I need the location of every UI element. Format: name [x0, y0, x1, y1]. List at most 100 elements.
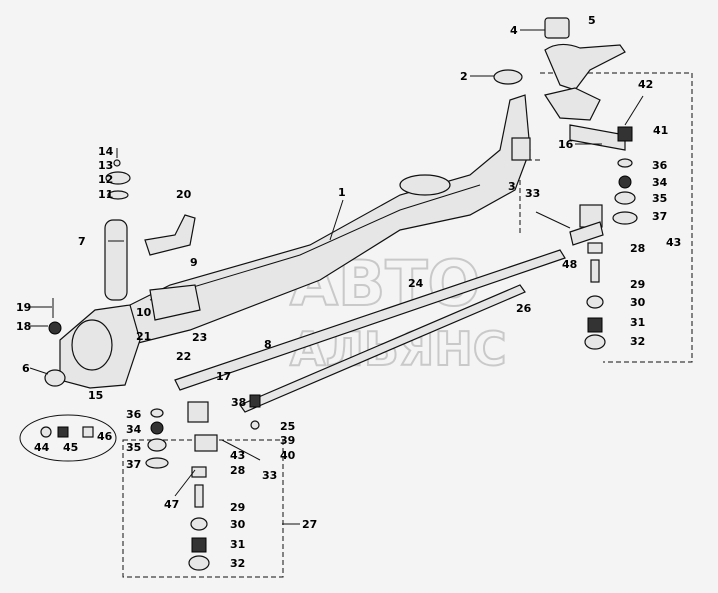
callout-42: 42 — [638, 78, 653, 91]
callout-34r: 34 — [652, 176, 668, 189]
tie-rod-end-r — [569, 221, 604, 246]
callout-20: 20 — [176, 188, 192, 201]
callout-40: 40 — [280, 449, 296, 462]
callout-3: 3 — [508, 180, 516, 193]
drag-link — [239, 284, 526, 413]
part-11 — [107, 190, 129, 200]
callout-9: 9 — [190, 256, 198, 269]
part-29r — [590, 259, 600, 283]
callout-28r: 28 — [630, 242, 645, 255]
axle-beam-edge — [149, 184, 481, 301]
callout-30l: 30 — [230, 518, 246, 531]
callout-29r: 29 — [630, 278, 645, 291]
callout-19: 19 — [16, 301, 31, 314]
leader-lines — [29, 29, 644, 525]
part-32l — [188, 555, 210, 571]
part-28l — [191, 466, 207, 478]
steering-arm-20 — [144, 214, 196, 256]
part-37r — [612, 211, 638, 225]
part-29l — [194, 484, 204, 508]
part-34r — [618, 175, 632, 189]
part-45 — [57, 426, 69, 438]
part-46 — [82, 426, 94, 438]
callout-36r: 36 — [652, 159, 668, 172]
callout-34l: 34 — [126, 423, 142, 436]
callout-10: 10 — [136, 306, 152, 319]
callout-35r: 35 — [652, 192, 667, 205]
callout-12: 12 — [98, 173, 113, 186]
callout-17: 17 — [216, 370, 231, 383]
part-31l — [191, 537, 207, 553]
part-44 — [40, 426, 52, 438]
bushing-3 — [511, 137, 531, 161]
tie-rod — [174, 249, 566, 391]
part-34l — [150, 421, 164, 435]
part-38 — [249, 394, 261, 408]
part-31r — [587, 317, 603, 333]
steering-arm-16 — [569, 124, 626, 151]
spindle-6 — [44, 369, 66, 387]
callout-33l: 33 — [262, 469, 277, 482]
callout-45: 45 — [63, 441, 78, 454]
part-32r — [584, 334, 606, 350]
callout-44: 44 — [34, 441, 50, 454]
part-25 — [250, 420, 260, 430]
callout-33r: 33 — [525, 187, 540, 200]
callout-29l: 29 — [230, 501, 245, 514]
part-35r — [614, 191, 636, 205]
callout-27: 27 — [302, 518, 317, 531]
callout-43r: 43 — [666, 236, 681, 249]
callout-23: 23 — [192, 331, 207, 344]
callout-36l: 36 — [126, 408, 142, 421]
part-12 — [105, 171, 131, 185]
part-18 — [48, 321, 62, 335]
callout-25: 25 — [280, 420, 295, 433]
callouts: 4 5 2 42 41 16 36 34 35 37 43 28 48 29 3… — [16, 14, 681, 570]
callout-32l: 32 — [230, 557, 245, 570]
callout-46: 46 — [97, 430, 113, 443]
part-9-bracket — [149, 284, 201, 321]
callout-39: 39 — [280, 434, 295, 447]
callout-35l: 35 — [126, 441, 141, 454]
kingpin-7 — [104, 219, 128, 301]
callout-24: 24 — [408, 277, 424, 290]
part-35l — [147, 438, 167, 452]
callout-4: 4 — [510, 24, 518, 37]
beam-pad — [399, 174, 451, 196]
callout-21: 21 — [136, 330, 151, 343]
callout-7: 7 — [78, 235, 86, 248]
detail-ellipse — [19, 414, 117, 462]
callout-30r: 30 — [630, 296, 646, 309]
right-assembly-box — [540, 72, 693, 363]
nut-41 — [617, 126, 633, 142]
callout-15: 15 — [88, 389, 103, 402]
callout-38: 38 — [231, 396, 246, 409]
callout-2: 2 — [460, 70, 468, 83]
kingpin-cap-4 — [544, 17, 570, 39]
callout-43l: 43 — [230, 449, 245, 462]
callout-41: 41 — [653, 124, 668, 137]
part-28r — [587, 242, 603, 254]
callout-31r: 31 — [630, 316, 645, 329]
left-hub — [71, 319, 113, 371]
callout-8: 8 — [264, 338, 272, 351]
callout-1: 1 — [338, 186, 346, 199]
right-knuckle — [544, 43, 626, 91]
callout-28l: 28 — [230, 464, 245, 477]
callout-11: 11 — [98, 188, 113, 201]
callout-31l: 31 — [230, 538, 245, 551]
part-30r — [586, 295, 604, 309]
callout-37r: 37 — [652, 210, 667, 223]
callout-48: 48 — [562, 258, 577, 271]
callout-6: 6 — [22, 362, 30, 375]
part-37l — [145, 457, 169, 469]
callout-5: 5 — [588, 14, 596, 27]
callout-16: 16 — [558, 138, 574, 151]
callout-14: 14 — [98, 145, 114, 158]
part-17 — [187, 401, 209, 423]
part-30l — [190, 517, 208, 531]
part-36l — [150, 408, 164, 418]
part-13 — [113, 159, 121, 167]
